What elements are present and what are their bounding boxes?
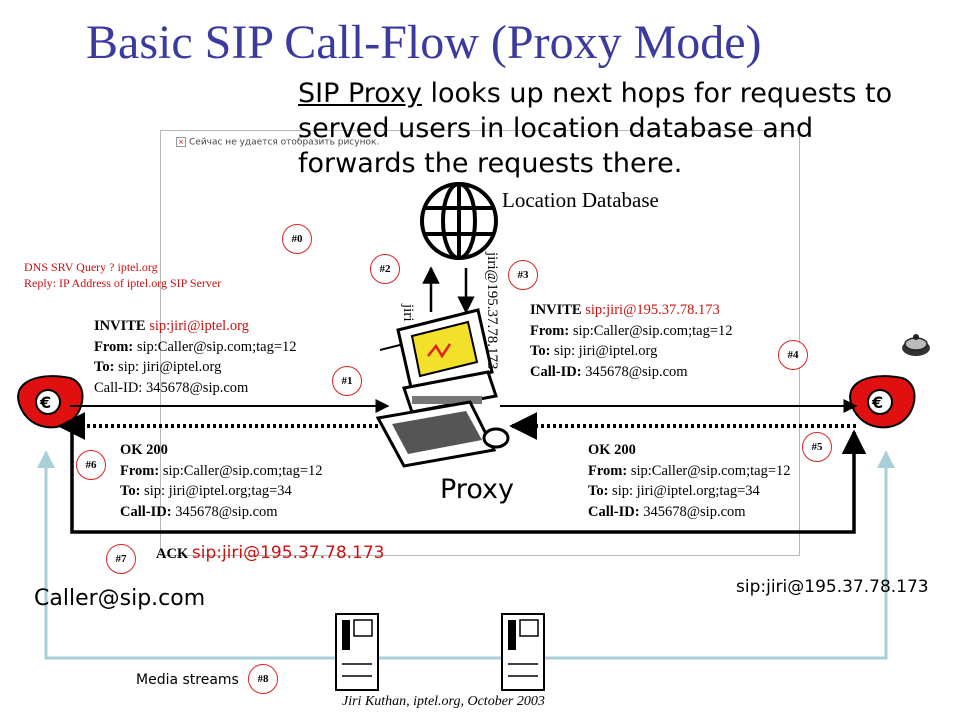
broken-image-icon: × xyxy=(176,137,186,147)
step-badge-4: #4 xyxy=(778,340,808,370)
dns-reply: Reply: IP Address of iptel.org SIP Serve… xyxy=(24,276,222,290)
ok-message-left: OK 200 From: sip:Caller@sip.com;tag=12 T… xyxy=(120,442,323,520)
step-badge-0: #0 xyxy=(282,224,312,254)
media-server-icon-1 xyxy=(335,613,379,691)
lookup-reply-label: jiri@195.37.78.173 xyxy=(484,252,500,370)
footer-credit: Jiri Kuthan, iptel.org, October 2003 xyxy=(342,694,545,709)
step-badge-7: #7 xyxy=(106,544,136,574)
invite-message-2: INVITE sip:jiri@195.37.78.173 From: sip:… xyxy=(530,302,733,380)
proxy-label: Proxy xyxy=(440,474,514,505)
ack-arrow xyxy=(70,429,867,534)
location-database-label: Location Database xyxy=(502,188,659,212)
media-server-icon-2 xyxy=(501,613,545,691)
dns-query-note: DNS SRV Query ? iptel.org Reply: IP Addr… xyxy=(24,259,221,291)
page-title: Basic SIP Call-Flow (Proxy Mode) xyxy=(86,16,762,69)
lookup-query-label: jiri xyxy=(400,304,416,322)
invite-message-1: INVITE sip:jiri@iptel.org From: sip:Call… xyxy=(94,318,297,396)
media-stream-line xyxy=(37,450,895,660)
dns-query: DNS SRV Query ? iptel.org xyxy=(24,260,158,274)
ok-message-right: OK 200 From: sip:Caller@sip.com;tag=12 T… xyxy=(588,442,791,520)
step-badge-6: #6 xyxy=(76,450,106,480)
step-badge-3: #3 xyxy=(508,260,538,290)
subtitle-text: looks up next hops for requests to serve… xyxy=(298,78,893,179)
globe-icon xyxy=(420,182,498,260)
proxy-computer-icon xyxy=(375,308,510,468)
subtitle: SIP Proxy looks up next hops for request… xyxy=(298,76,938,181)
step-badge-8: #8 xyxy=(248,664,278,694)
step-badge-5: #5 xyxy=(802,432,832,462)
ringing-device-icon xyxy=(902,334,930,356)
step-badge-1: #1 xyxy=(332,366,362,396)
callee-address: sip:jiri@195.37.78.173 xyxy=(736,577,929,597)
caller-address: Caller@sip.com xyxy=(34,586,206,611)
ack-message: ACK sip:jiri@195.37.78.173 xyxy=(156,543,385,563)
svg-text:€: € xyxy=(871,393,883,412)
step-badge-2: #2 xyxy=(370,254,400,284)
svg-text:€: € xyxy=(39,393,51,412)
blocked-image-notice: ×Сейчас не удается отобразить рисунок. xyxy=(176,137,379,148)
callee-phone-icon: € xyxy=(849,375,916,429)
caller-phone-icon: € xyxy=(17,375,84,429)
media-streams-label: Media streams xyxy=(136,672,239,688)
subtitle-sip-proxy: SIP Proxy xyxy=(298,78,422,109)
